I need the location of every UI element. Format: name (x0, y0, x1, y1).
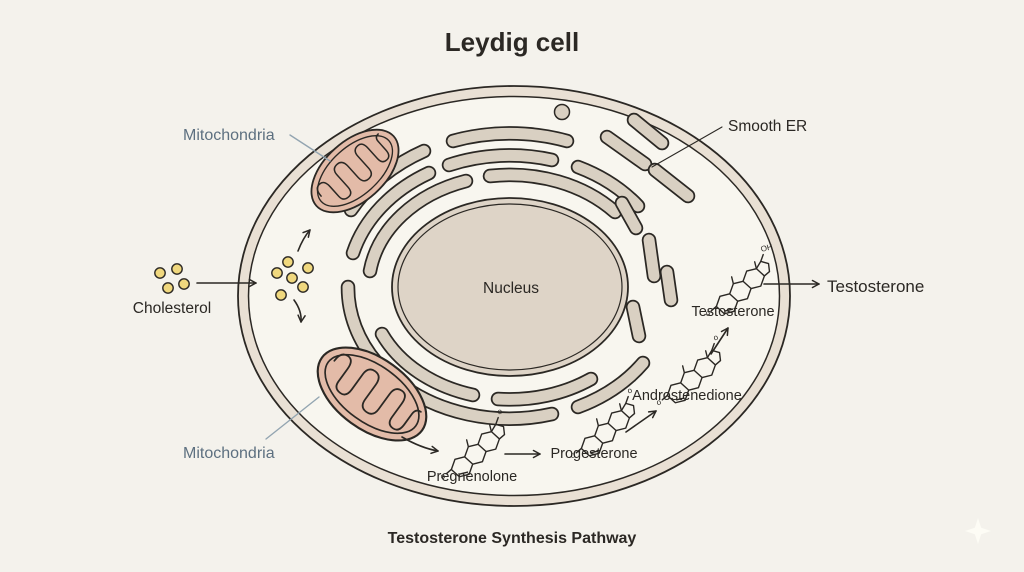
er-capsule (484, 169, 621, 218)
er-vesicle (553, 103, 571, 121)
androstenedione-label: Androstenedione (632, 388, 742, 404)
pregnenolone-label: Pregnenolone (427, 469, 517, 485)
sparkle-icon (965, 518, 991, 544)
nucleus (391, 197, 629, 377)
molecule-pregnenolone-structure: o o (435, 406, 514, 481)
atom-label: o (569, 450, 576, 460)
pointer-mitochondria-top (289, 134, 331, 162)
molecule-testosterone-structure: o OH (700, 242, 779, 318)
nucleus-label: Nucleus (483, 280, 539, 297)
cholesterol-label: Cholesterol (133, 300, 211, 317)
pointer-mitochondria-bottom (265, 396, 320, 440)
er-capsule (572, 357, 649, 413)
er-capsule (627, 301, 645, 342)
testosterone-intracellular-label: Testosterone (691, 304, 774, 320)
atom-label: o (655, 397, 662, 407)
atom-label: o (627, 385, 634, 395)
er-capsule (572, 161, 644, 212)
er-capsule (601, 131, 651, 170)
progesterone-label: Progesterone (550, 446, 637, 462)
testosterone-secreted-label: Testosterone (827, 277, 924, 296)
atom-label: OH (760, 242, 774, 254)
arrow-mito-to-pregnenolone (401, 436, 439, 455)
cholesterol-cluster-inside (271, 256, 314, 301)
smooth-er-label: Smooth ER (728, 118, 807, 135)
mitochondria-top-label: Mitochondria (183, 127, 275, 144)
atom-label: o (713, 332, 720, 342)
molecule-androstenedione-structure: o o (651, 332, 730, 407)
page-title: Leydig cell (445, 27, 579, 57)
er-capsule (661, 266, 677, 306)
er-capsule (628, 114, 668, 149)
molecule-progesterone-structure: o o (565, 385, 644, 460)
atom-label: o (704, 308, 711, 318)
er-capsule (347, 167, 435, 259)
arrow-progesterone-to-androstenedione (625, 410, 657, 433)
arrow-to-mitochondrion-top (297, 229, 311, 252)
er-capsule (492, 373, 597, 405)
arrow-to-mitochondrion-bottom (293, 299, 306, 323)
er-capsule (447, 127, 573, 147)
er-capsule (643, 234, 660, 282)
atom-label: o (439, 471, 446, 481)
mitochondria-bottom-label: Mitochondria (183, 445, 275, 462)
er-capsule (376, 328, 479, 401)
pointer-smooth-er (651, 126, 723, 168)
er-capsule (616, 197, 642, 234)
er-capsule (649, 164, 694, 202)
atom-label: o (497, 406, 504, 416)
arrow-androstenedione-to-testosterone (710, 327, 729, 355)
er-capsule (364, 175, 472, 277)
er-capsule (443, 149, 558, 171)
cholesterol-cluster-outside (154, 263, 190, 294)
diagram-caption: Testosterone Synthesis Pathway (388, 530, 637, 547)
